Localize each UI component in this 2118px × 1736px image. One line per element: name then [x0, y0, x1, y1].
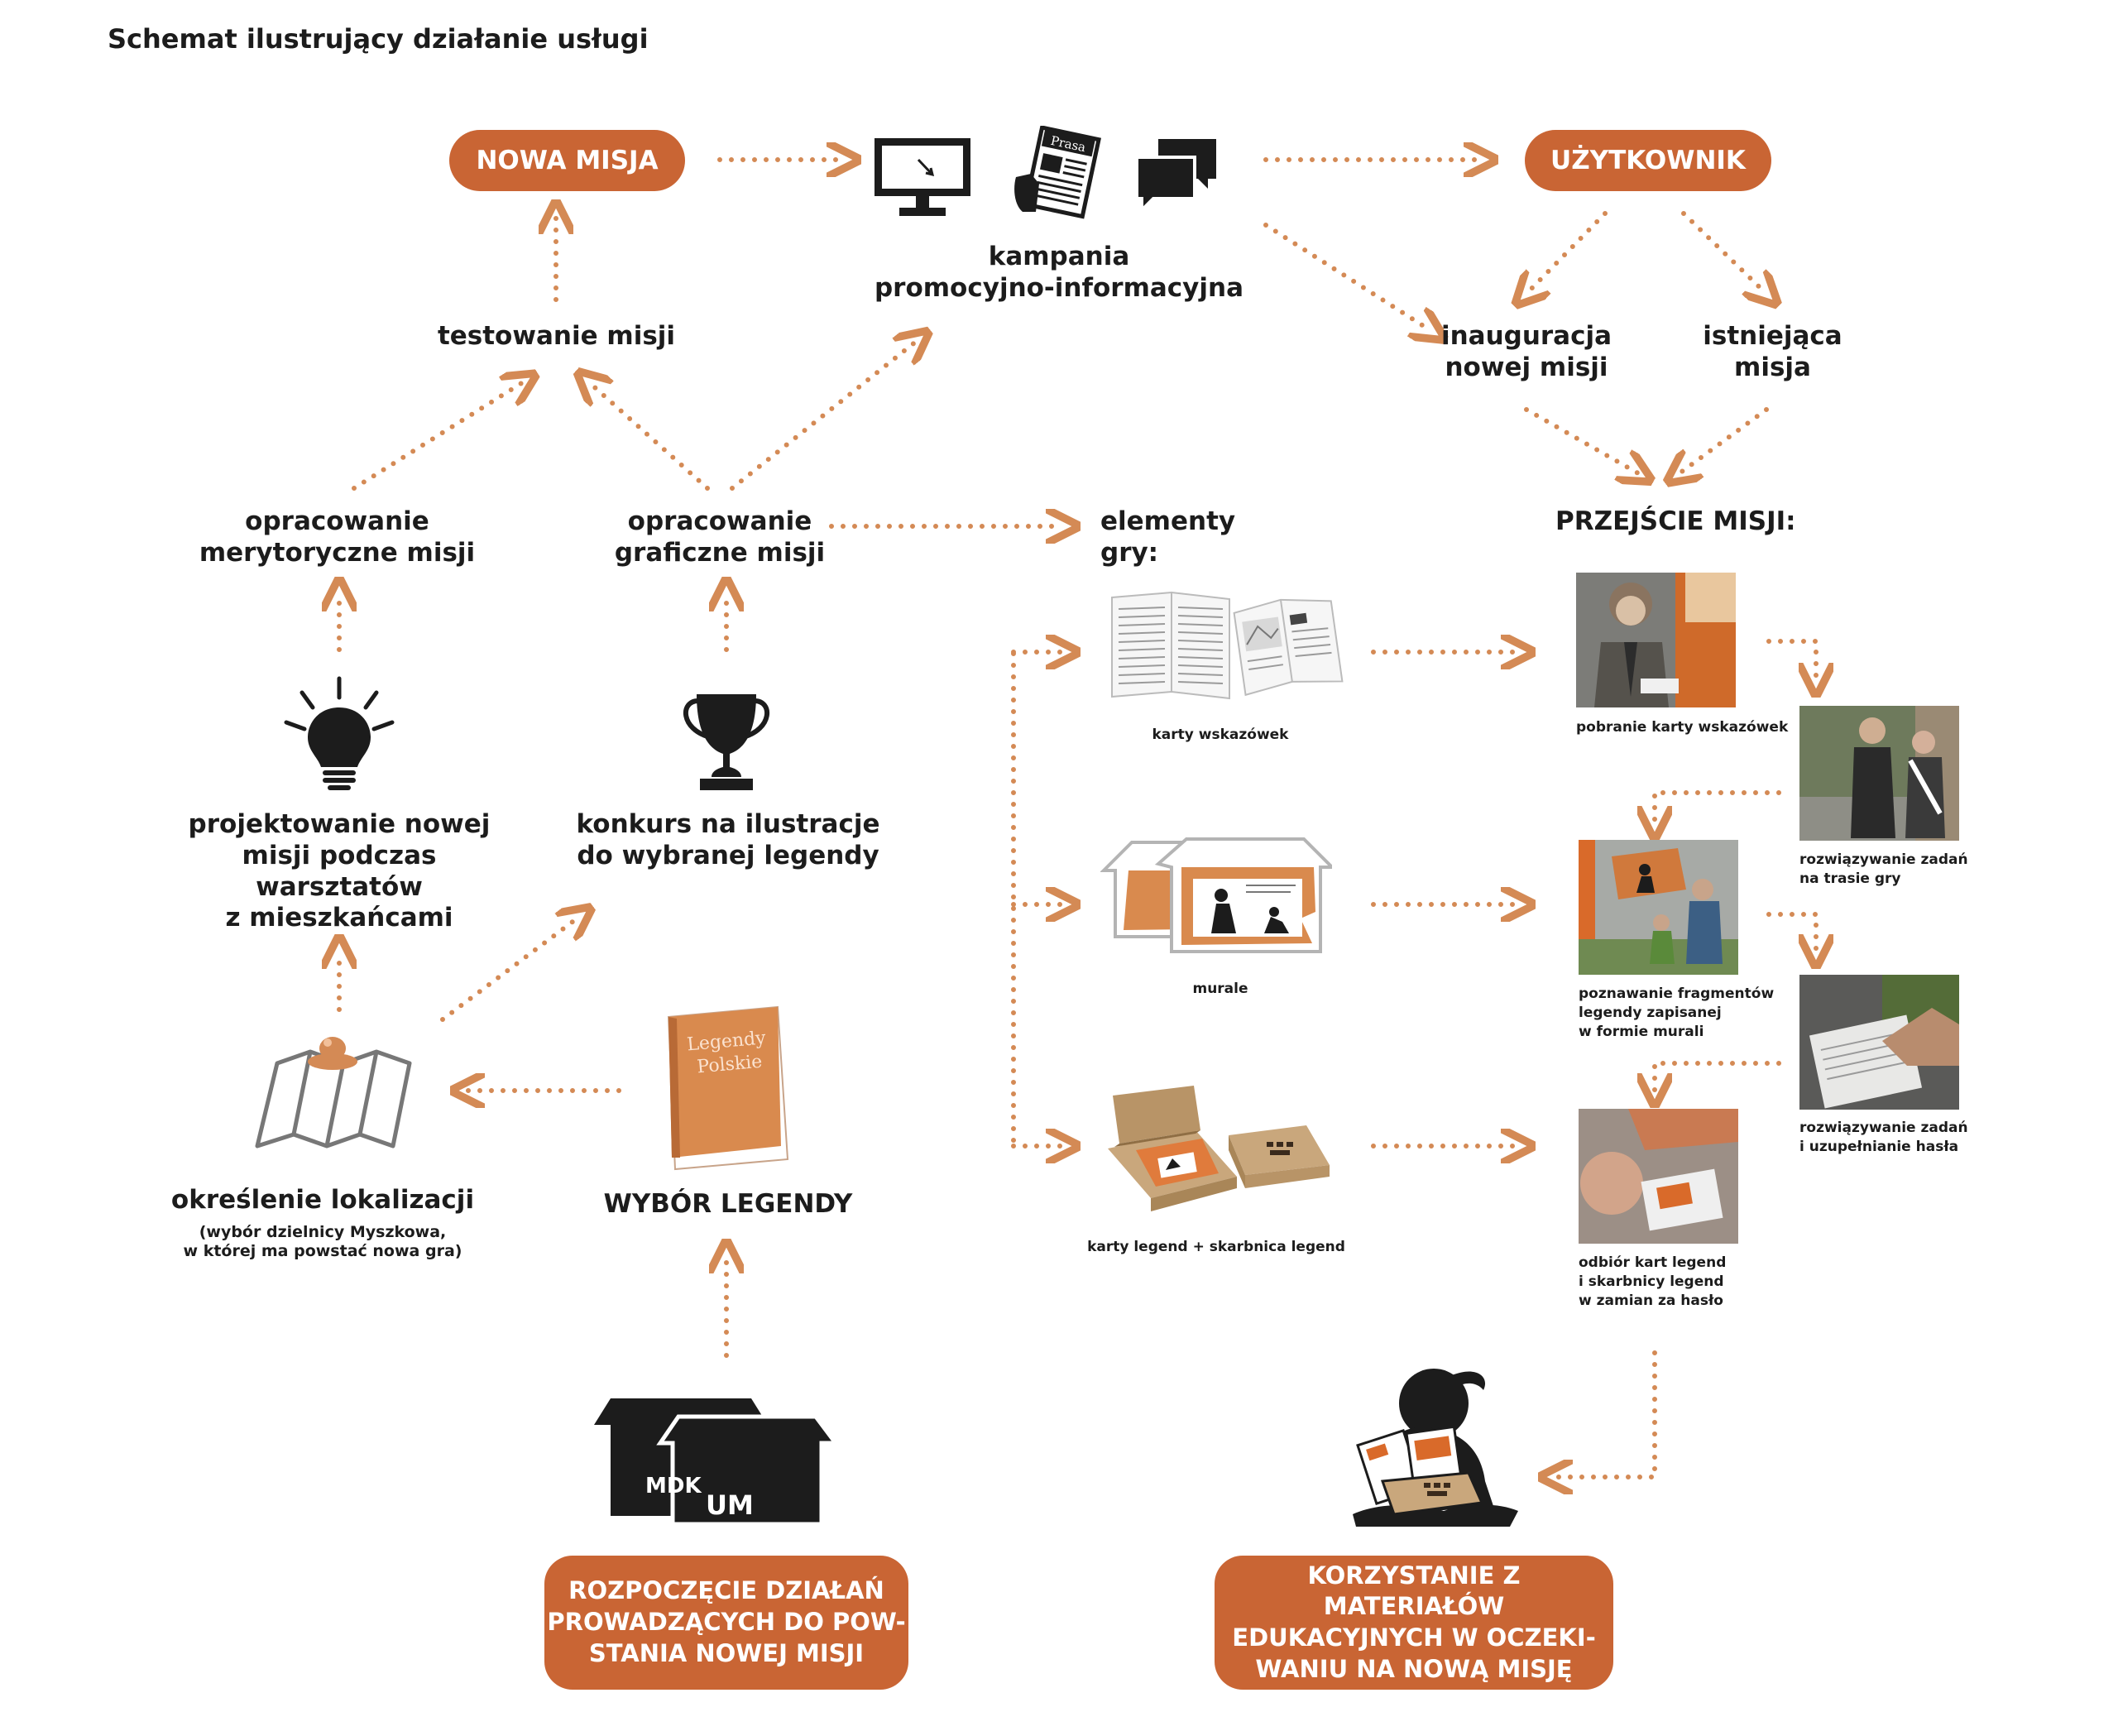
box-mdk-label: MDK	[645, 1474, 702, 1499]
node-wybor-legendy: WYBÓR LEGENDY	[603, 1189, 853, 1219]
karty-legend-image	[1108, 1086, 1330, 1211]
child-reading-icon	[1353, 1369, 1518, 1527]
node-kampania: kampania promocyjno-informacyjna	[874, 242, 1243, 303]
step-rozwiazywanie-trasa: rozwiązywanie zadań na trasie gry	[1799, 851, 1968, 887]
nowa-misja-pill: NOWA MISJA	[449, 130, 685, 191]
photo-rozwiazywanie-trasa	[1799, 706, 1959, 841]
arrow-step2-to-step3	[1655, 790, 1781, 823]
box-um-label: UM	[706, 1489, 754, 1521]
photo-poznawanie-murali	[1579, 840, 1738, 975]
step-poznawanie-murali: poznawanie fragmentów legendy zapisanej …	[1579, 985, 1775, 1040]
photo-odbior-kart	[1579, 1109, 1738, 1244]
murale-image	[1100, 837, 1332, 953]
newspaper-icon: Prasa	[1014, 126, 1101, 219]
step-pobranie-karty: pobranie karty wskazówek	[1576, 719, 1789, 736]
node-opracowanie-merytoryczne: opracowanie merytoryczne misji	[199, 506, 476, 568]
node-okreslenie: określenie lokalizacji	[170, 1185, 475, 1215]
node-przejscie-misji: PRZEJŚCIE MISJI:	[1555, 506, 1796, 536]
trophy-icon	[683, 694, 769, 790]
book-icon: Legendy Polskie	[667, 1005, 789, 1171]
monitor-icon	[875, 138, 970, 216]
arrow-uzytkownik-to-istniejaca	[1681, 211, 1766, 294]
uzytkownik-pill: UŻYTKOWNIK	[1525, 130, 1771, 191]
element-karty-legend: karty legend + skarbnica legend	[1087, 1239, 1345, 1255]
boxes-icon: MDK UM	[594, 1398, 840, 1527]
map-location-icon	[255, 1037, 412, 1149]
arrow-kampania-to-inauguracja	[1263, 223, 1431, 331]
arrow-odbior-to-child	[1555, 1350, 1657, 1477]
arrow-graficzne-to-kampania	[730, 341, 917, 491]
node-projektowanie: projektowanie nowej misji podczas warszt…	[188, 809, 491, 933]
lightbulb-icon	[284, 676, 395, 790]
node-opracowanie-graficzne: opracowanie graficzne misji	[614, 506, 826, 568]
rozpoczecie-pill: ROZPOCZĘCIE DZIAŁAŃ PROWADZĄCYCH DO POW-…	[544, 1556, 908, 1690]
chat-bubbles-icon	[1135, 139, 1216, 213]
photo-rozwiazywanie-haslo	[1799, 975, 1959, 1110]
arrow-uzytkownik-to-inauguracja	[1526, 211, 1608, 294]
node-inauguracja: inauguracja nowej misji	[1440, 321, 1612, 382]
arrow-inauguracja-to-przejscie	[1524, 407, 1638, 473]
korzystanie-pill: KORZYSTANIE Z MATERIAŁÓW EDUKACYJNYCH W …	[1215, 1556, 1613, 1690]
arrow-step1-to-step2	[1766, 639, 1816, 680]
arrow-istniejaca-to-przejscie	[1680, 407, 1769, 473]
step-rozwiazywanie-haslo: rozwiązywanie zadań i uzupełnianie hasła	[1799, 1120, 1968, 1155]
element-murale: murale	[1192, 981, 1248, 997]
step-odbior-kart: odbiór kart legend i skarbnicy legend w …	[1579, 1254, 1727, 1309]
karty-wskazowek-image	[1111, 591, 1344, 700]
node-elementy-gry: elementy gry:	[1100, 506, 1236, 568]
node-istniejaca: istniejąca misja	[1703, 321, 1842, 382]
element-karty-wskazowek: karty wskazówek	[1152, 727, 1289, 743]
arrow-step4-to-step5	[1655, 1061, 1781, 1091]
arrow-graficzne-to-testowanie	[589, 382, 710, 491]
photo-pobranie-karty	[1576, 573, 1736, 707]
node-konkurs: konkurs na ilustracje do wybranej legend…	[576, 809, 880, 870]
arrow-merytoryczne-to-testowanie	[352, 382, 523, 491]
page-title: Schemat ilustrujący działanie usługi	[108, 23, 649, 55]
arrow-step3-to-step4	[1766, 912, 1816, 952]
node-okreslenie-sub: (wybór dzielnicy Myszkowa, w której ma p…	[183, 1223, 462, 1261]
node-testowanie: testowanie misji	[437, 321, 676, 351]
